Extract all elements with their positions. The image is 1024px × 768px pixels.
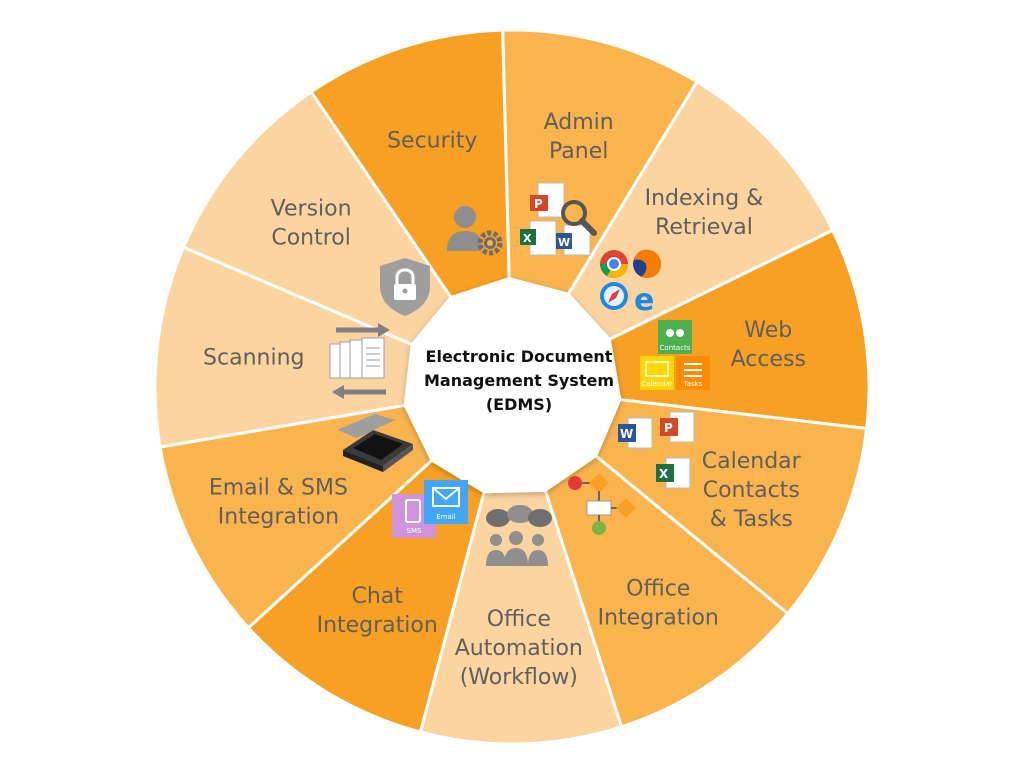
segment-6-label-line-1: Integration xyxy=(317,613,438,638)
segment-1-label-line-1: Retrieval xyxy=(655,215,753,240)
segment-2-label-line-1: Access xyxy=(731,347,806,372)
admin-gear-icon xyxy=(447,206,503,256)
center-title-line-1: Electronic Document xyxy=(426,347,613,366)
calendar-label: Calendar xyxy=(641,380,673,388)
center-hub: Electronic Document Management System (E… xyxy=(403,277,622,494)
segment-5-label-line-1: Automation xyxy=(455,636,583,661)
segment-0-label-line-1: Panel xyxy=(549,139,608,164)
segment-4-label-line-0: Office xyxy=(626,576,690,601)
calendar-contacts-tasks-icon: Contacts Calendar Tasks xyxy=(640,320,710,390)
segment-2-label-line-0: Web xyxy=(744,318,792,343)
segment-9 xyxy=(181,89,517,391)
svg-text:P: P xyxy=(664,421,673,435)
segment-5-label-line-2: (Workflow) xyxy=(460,665,578,690)
segment-8-label-line-0: Scanning xyxy=(203,346,304,371)
chat-people-icon xyxy=(486,505,552,566)
email-label: Email xyxy=(436,513,455,521)
browsers-icon: e xyxy=(600,249,662,318)
center-title-line-2: Management System xyxy=(424,371,614,390)
segment-7-label-line-1: Integration xyxy=(218,505,339,530)
segment-10-label-line-0: Security xyxy=(387,129,477,154)
segment-6-label-line-0: Chat xyxy=(351,584,403,609)
icons: P X W e Contacts xyxy=(329,182,710,566)
segment-7-label-line-0: Email & SMS xyxy=(209,476,348,501)
tasks-label: Tasks xyxy=(683,380,703,388)
segment-4 xyxy=(509,382,790,729)
contacts-label: Contacts xyxy=(660,344,691,352)
segment-9-label-line-0: Version xyxy=(271,196,352,221)
office-apps-icon: W P X xyxy=(618,411,695,489)
scanner-icon xyxy=(337,414,413,472)
sms-label: SMS xyxy=(407,527,422,535)
segment-3-label-line-0: Calendar xyxy=(702,449,802,474)
segment-1 xyxy=(508,79,835,391)
segment-0-label-line-0: Admin xyxy=(544,110,614,135)
version-files-icon xyxy=(329,323,390,399)
svg-text:e: e xyxy=(634,283,654,318)
document-search-icon: P X W xyxy=(520,182,597,256)
segment-1-label-line-0: Indexing & xyxy=(645,186,764,211)
segment-6 xyxy=(246,382,515,734)
segment-4-label-line-1: Integration xyxy=(598,605,719,630)
svg-text:W: W xyxy=(558,236,570,249)
svg-text:P: P xyxy=(534,197,543,211)
svg-text:X: X xyxy=(659,467,669,481)
segment-9-label-line-1: Control xyxy=(271,225,351,250)
center-title-line-3: (EDMS) xyxy=(486,395,552,414)
svg-text:W: W xyxy=(620,427,633,441)
segment-5-label-line-0: Office xyxy=(487,607,551,632)
segment-3-label-line-1: Contacts xyxy=(703,478,800,503)
segment-3-label-line-2: & Tasks xyxy=(710,507,793,532)
svg-text:X: X xyxy=(523,232,532,245)
email-sms-icon: SMS Email xyxy=(392,480,468,538)
shield-lock-icon xyxy=(380,258,430,316)
